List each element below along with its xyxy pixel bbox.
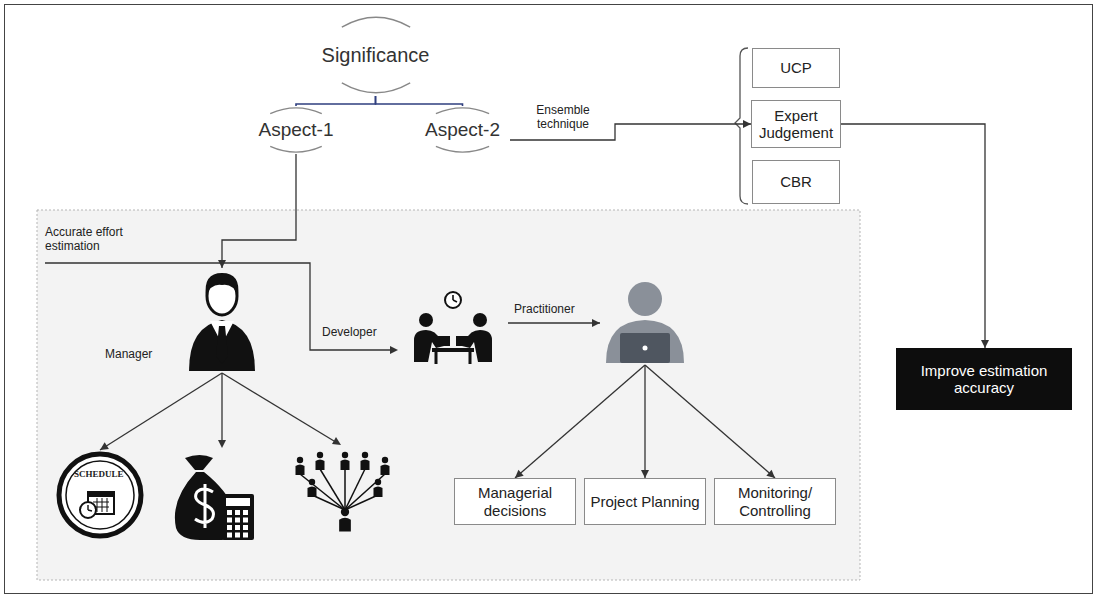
node-text: Managerial decisions: [460, 484, 570, 519]
method-box: UCP: [752, 48, 840, 88]
method-box: Expert Judgement: [751, 100, 841, 148]
node-text: Aspect-2: [425, 119, 500, 141]
node-text: UCP: [780, 59, 812, 76]
team-icon: [296, 452, 390, 532]
practitioner-node: Practitioner: [600, 275, 690, 365]
node-text: Significance: [322, 44, 430, 67]
money-icon: [175, 455, 254, 540]
method-box: CBR: [752, 160, 840, 204]
aspect-node: Aspect-1: [250, 106, 342, 154]
connector: [508, 322, 600, 323]
connector: [296, 96, 376, 106]
arrow-head: [641, 470, 649, 478]
annotation-label: Accurate effort estimation: [45, 226, 175, 254]
schedule-icon: [55, 450, 145, 540]
node-text: Practitioner: [514, 303, 575, 317]
node-text: Expert Judgement: [757, 107, 835, 142]
connector: [644, 365, 645, 478]
edge-label: Ensemble technique: [522, 104, 604, 132]
node-text: Monitoring/ Controlling: [720, 484, 830, 519]
arrow-head: [218, 260, 226, 268]
dashed-region: [37, 210, 860, 580]
circle-node: Significance: [315, 14, 437, 96]
outcome-box: Managerial decisions: [454, 478, 576, 525]
arrow-head: [100, 442, 109, 450]
result-box: Improve estimation accuracy: [896, 348, 1072, 410]
arrow-head: [592, 319, 600, 327]
connector: [376, 96, 463, 106]
connector: [222, 154, 296, 268]
node-text: Developer: [322, 326, 377, 340]
connector: [841, 124, 985, 348]
arrow-head: [743, 120, 751, 128]
outcome-box: Monitoring/ Controlling: [714, 478, 836, 525]
connector: [515, 365, 645, 478]
developer-icon: [398, 290, 508, 365]
practitioner-icon: [600, 275, 690, 365]
node-text: Improve estimation accuracy: [901, 362, 1067, 397]
connector: [100, 373, 222, 450]
arrow-head: [981, 340, 989, 348]
schedule-node: SCHEDULE: [55, 450, 145, 540]
node-text: Aspect-1: [259, 119, 334, 141]
arrow-head: [766, 470, 775, 478]
connector: [645, 365, 775, 478]
arrow-head: [515, 470, 524, 478]
node-text: SCHEDULE: [74, 469, 124, 479]
node-text: CBR: [780, 173, 812, 190]
manager-node: Manager: [105, 268, 255, 373]
outcome-box: Project Planning: [584, 478, 706, 525]
node-text: Manager: [105, 348, 152, 362]
node-text: Project Planning: [590, 493, 699, 510]
manager-arrows: [218, 373, 341, 448]
developer-node: Developer: [398, 290, 508, 365]
aspect-node: Aspect-2: [415, 106, 510, 154]
